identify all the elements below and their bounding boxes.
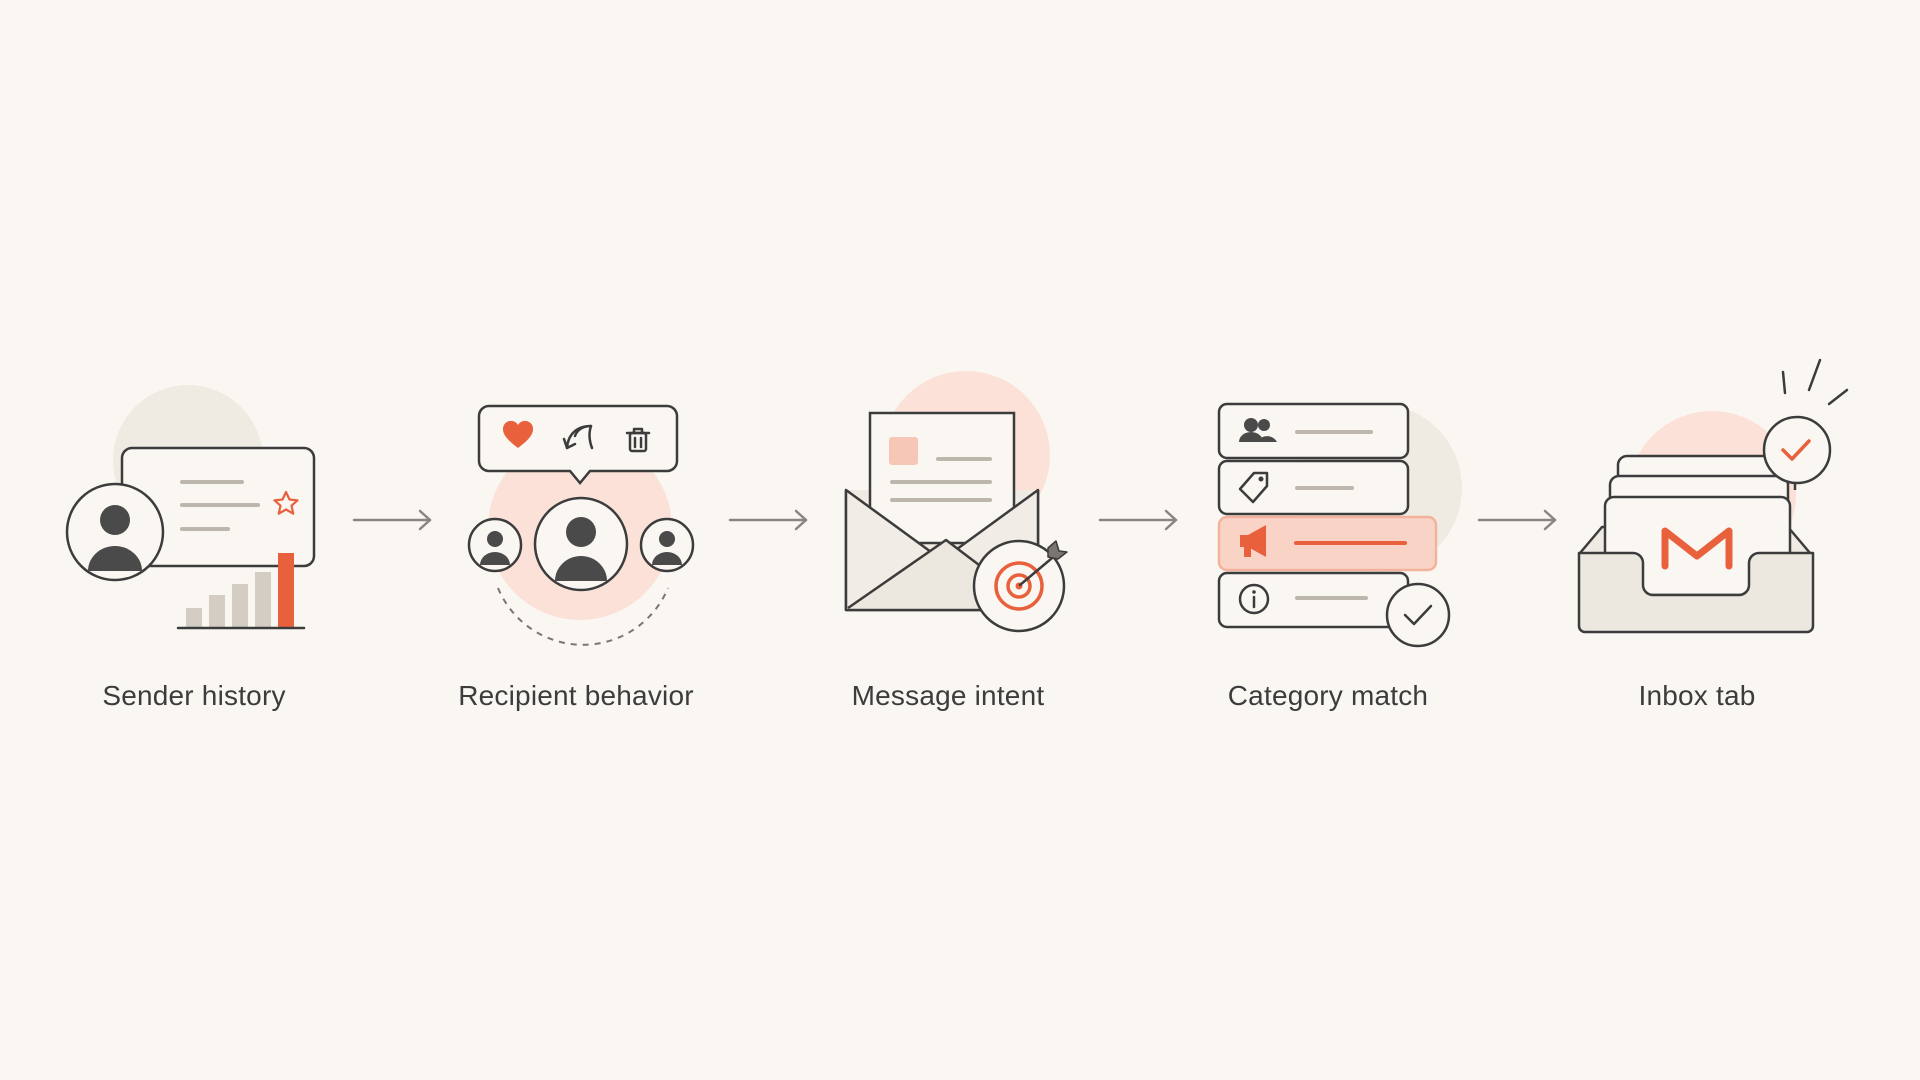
reply-icon (562, 424, 594, 450)
sparkle-lines-icon (1781, 358, 1849, 406)
reaction-bubble (477, 404, 679, 485)
arrow-right-icon (1098, 509, 1178, 531)
check-circle-icon (1762, 415, 1832, 485)
inbox-gmail-tray-icon (1577, 358, 1849, 634)
tag-icon (1238, 471, 1269, 504)
arrow-right-icon (352, 509, 432, 531)
avatar-icon (533, 496, 629, 592)
target-icon (972, 539, 1068, 633)
arrow-right-icon (1477, 509, 1557, 531)
info-icon (1238, 583, 1270, 615)
sender-profile-chart-icon (65, 385, 316, 630)
step-label-recipient-behavior: Recipient behavior (458, 680, 694, 711)
bar-chart-icon (176, 553, 306, 630)
category-row-social (1217, 402, 1410, 460)
avatar-icon (639, 517, 695, 573)
avatar-icon (467, 517, 523, 573)
people-icon (1239, 418, 1277, 442)
category-list-icon (1217, 402, 1462, 648)
avatar-icon (65, 482, 165, 582)
letter-card (868, 411, 1016, 545)
category-row-promotions (1217, 459, 1410, 516)
category-row-updates-selected (1217, 515, 1438, 572)
audience-arc (497, 587, 669, 646)
category-row-forums (1217, 571, 1410, 629)
heart-icon (502, 420, 534, 448)
gmail-logo-icon (1661, 527, 1733, 570)
step-label-sender-history: Sender history (102, 680, 286, 711)
envelope-target-icon (844, 371, 1068, 633)
step-label-inbox-tab: Inbox tab (1638, 680, 1756, 711)
recipient-reactions-icon (467, 404, 695, 646)
megaphone-icon (1240, 525, 1266, 557)
step-label-message-intent: Message intent (851, 680, 1045, 711)
trash-icon (625, 427, 651, 453)
star-icon (273, 490, 299, 515)
arrow-right-icon (728, 509, 808, 531)
step-label-category-match: Category match (1227, 680, 1429, 711)
check-circle-icon (1385, 582, 1451, 648)
tray-front (1577, 551, 1815, 634)
